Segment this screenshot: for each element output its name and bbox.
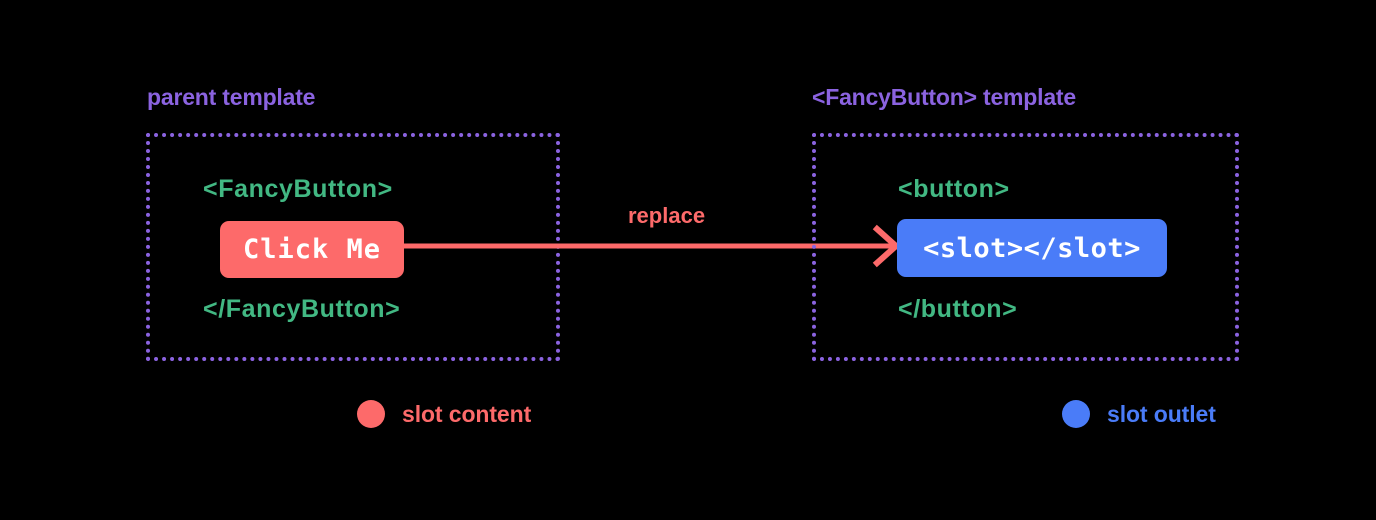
legend-item-slot-content: slot content: [357, 400, 531, 428]
arrow-head: [872, 224, 901, 268]
fancybutton-template-caption: <FancyButton> template: [812, 84, 1076, 110]
slot-outlet-chip[interactable]: <slot></slot>: [897, 219, 1167, 277]
parent-open-tag: <FancyButton>: [203, 175, 393, 203]
button-close-tag: </button>: [898, 295, 1018, 323]
slot-content-chip[interactable]: Click Me: [220, 221, 404, 278]
legend-label-slot-outlet: slot outlet: [1107, 400, 1216, 427]
legend-label-slot-content: slot content: [402, 400, 532, 427]
slot-outlet-swatch-icon: [1062, 400, 1090, 428]
legend-item-slot-outlet: slot outlet: [1062, 400, 1216, 428]
parent-close-tag: </FancyButton>: [203, 295, 401, 323]
fancybutton-template-box: [812, 133, 1239, 361]
replace-arrow-icon: [400, 224, 901, 268]
button-open-tag: <button>: [898, 175, 1010, 203]
replace-label: replace: [628, 203, 706, 228]
parent-template-caption: parent template: [147, 84, 316, 110]
slot-content-swatch-icon: [357, 400, 385, 428]
